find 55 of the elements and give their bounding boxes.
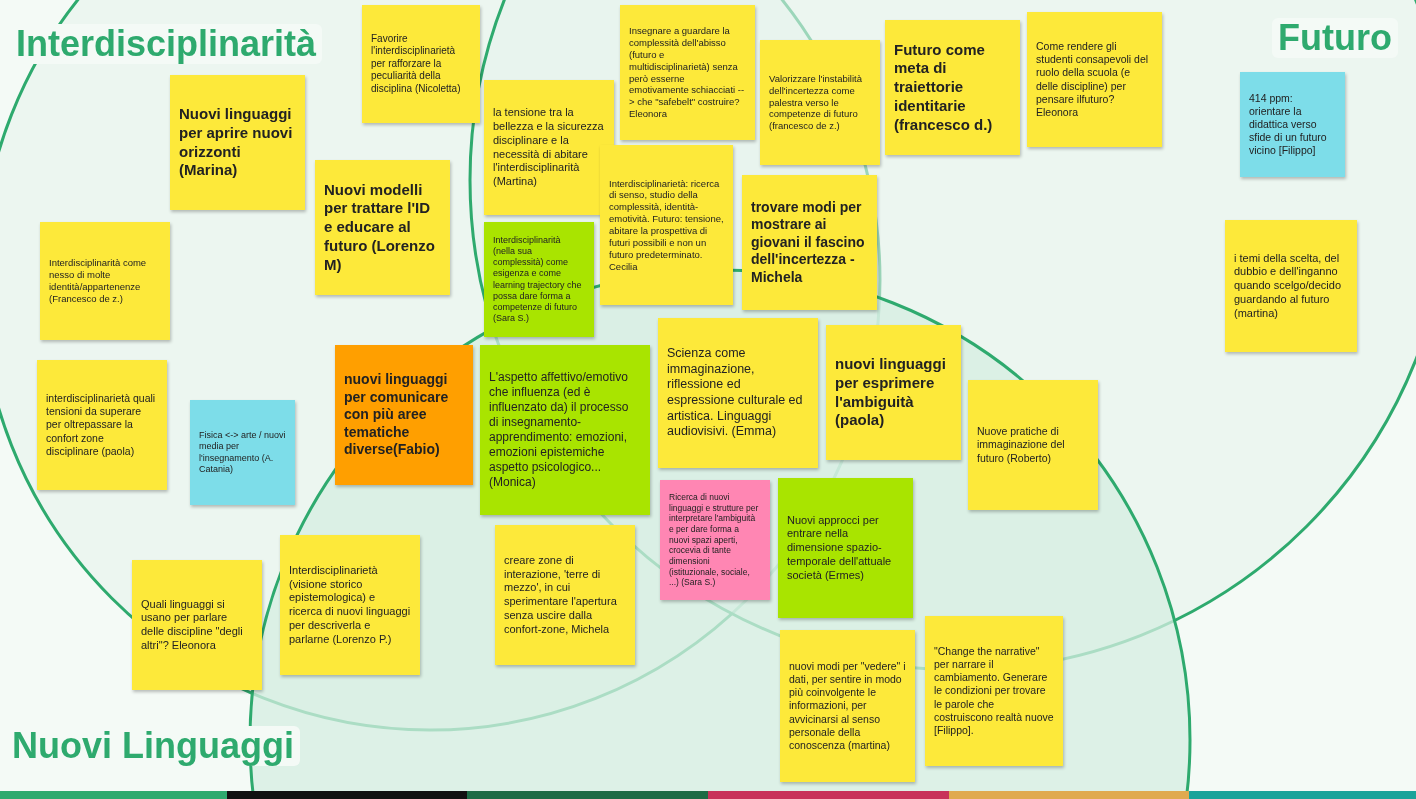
sticky-note <box>826 325 961 460</box>
note-text: interdisciplinarietà quali tensioni da superare per oltrepassare la confort zone disciplinare (paola) <box>46 392 157 458</box>
sticky-note <box>170 75 305 210</box>
note-text: Interdisciplinarietà: ricerca di senso, studio della complessità, identità-emotività. Futuro: tensione, abitare la prospettiva di futuri possibili e non un futuro predeterminato. Cecilia <box>609 177 724 273</box>
note-text: "Change the narrative" per narrare il cambiamento. Generare le condizioni per trovare le parole che costruiscono realtà nuove [Filippo]. <box>934 645 1054 737</box>
note-text: Scienza come immaginazione, riflessione ed espressione culturale ed artistica. Linguaggi audiovisivi. (Emma) <box>667 346 804 440</box>
sticky-note <box>885 20 1020 155</box>
note-text: Insegnare a guardare la complessità dell'abisso (futuro e multidisciplinarietà) senza però esserne emotivamente schiacciati --> che "safebelt" costruire? Eleonora <box>629 25 746 120</box>
sticky-note <box>362 5 480 123</box>
note-text: Favorire l'interdisciplinarietà per rafforzare la peculiarità della disciplina (Nicoletta) <box>371 32 462 96</box>
sticky-note <box>40 222 170 340</box>
sticky-note <box>484 222 594 337</box>
sticky-note <box>658 318 818 468</box>
note-text: nuovi linguaggi per comunicare con più aree tematiche diverse(Fabio) <box>344 371 450 459</box>
note-text: nuovi modi per "vedere" i dati, per sentire in modo più coinvolgente le informazioni, per avvicinarsi al senso personale della conoscenza (martina) <box>789 660 906 752</box>
note-text: Interdisciplinarietà (visione storico epistemologica) e ricerca di nuovi linguaggi per descriverla e parlarne (Lorenzo P.) <box>289 563 411 647</box>
sticky-note <box>1225 220 1357 352</box>
note-text: Ricerca di nuovi linguaggi e strutture per interpretare l'ambiguità e per dare forma a nuovi spazi aperti, crocevia di tante dimensioni (istituzionale, sociale, ...) (Sara S.) <box>669 492 760 588</box>
note-text: L'aspetto affettivo/emotivo che influenza (ed è influenzato da) il processo di insegnamento-apprendimento: emozioni, emozioni epistemiche aspetto psicologico... (Monica) <box>489 370 630 490</box>
sticky-note <box>600 145 733 305</box>
sticky-note <box>37 360 167 490</box>
sticky-note <box>780 630 915 782</box>
set-heading: Futuro <box>1272 18 1398 58</box>
sticky-note <box>480 345 650 515</box>
sticky-note <box>742 175 877 310</box>
note-text: Nuovi linguaggi per aprire nuovi orizzonti (Marina) <box>179 105 294 180</box>
sticky-note <box>778 478 913 618</box>
sticky-note <box>760 40 880 165</box>
note-text: Come rendere gli studenti consapevoli del ruolo della scuola (e delle discipline) per pensare ilfuturo? Eleonora <box>1036 40 1150 119</box>
note-text: Nuovi modelli per trattare l'ID e educare al futuro (Lorenzo M) <box>324 180 436 275</box>
sticky-note <box>1240 72 1345 177</box>
note-text: Interdisciplinarità (nella sua complessità) come esigenza e come learning trajectory che possa dare forma a competenze di futuro (Sara S.) <box>493 234 583 325</box>
sticky-note <box>495 525 635 665</box>
note-text: Interdisciplinarità come nesso di molte identità/appartenenze (Francesco de z.) <box>49 257 148 305</box>
sticky-note <box>190 400 295 505</box>
note-text: nuovi linguaggi per esprimere l'ambiguità (paola) <box>835 355 947 430</box>
note-text: Fisica <-> arte / nuovi media per l'insegnamento (A. Catania) <box>199 430 286 475</box>
sticky-note <box>1027 12 1162 147</box>
sticky-note <box>968 380 1098 510</box>
note-text: Nuovi approcci per entrare nella dimensione spazio-temporale dell'attuale società (Ermes) <box>787 513 893 583</box>
sticky-note <box>660 480 770 600</box>
sticky-note <box>335 345 473 485</box>
note-text: Futuro come meta di traiettorie identitarie (francesco d.) <box>894 40 994 135</box>
sticky-note <box>925 616 1063 766</box>
note-text: Nuove pratiche di immaginazione del futuro (Roberto) <box>977 425 1066 465</box>
note-text: i temi della scelta, del dubbio e dell'inganno quando scelgo/decido guardando al futuro (martina) <box>1234 251 1343 321</box>
note-text: Valorizzare l'instabilità dell'incertezza come palestra verso le competenze di futuro (francesco de z.) <box>769 72 863 133</box>
note-text: Quali linguaggi si usano per parlare delle discipline "degli altri"? Eleonora <box>141 597 244 653</box>
note-text: creare zone di interazione, 'terre di mezzo', in cui sperimentare l'apertura senza uscire dalla confort-zone, Michela <box>504 553 618 637</box>
sticky-note <box>315 160 450 295</box>
note-text: la tensione tra la bellezza e la sicurezza disciplinare e la necessità di abitare l'interdisciplinarità (Martina) <box>493 106 605 189</box>
note-text: 414 ppm: orientare la didattica verso sfide di un futuro vicino [Filippo] <box>1249 91 1328 158</box>
sticky-note <box>620 5 755 140</box>
note-text: trovare modi per mostrare ai giovani il fascino dell'incertezza - Michela <box>751 198 866 287</box>
sticky-note <box>280 535 420 675</box>
